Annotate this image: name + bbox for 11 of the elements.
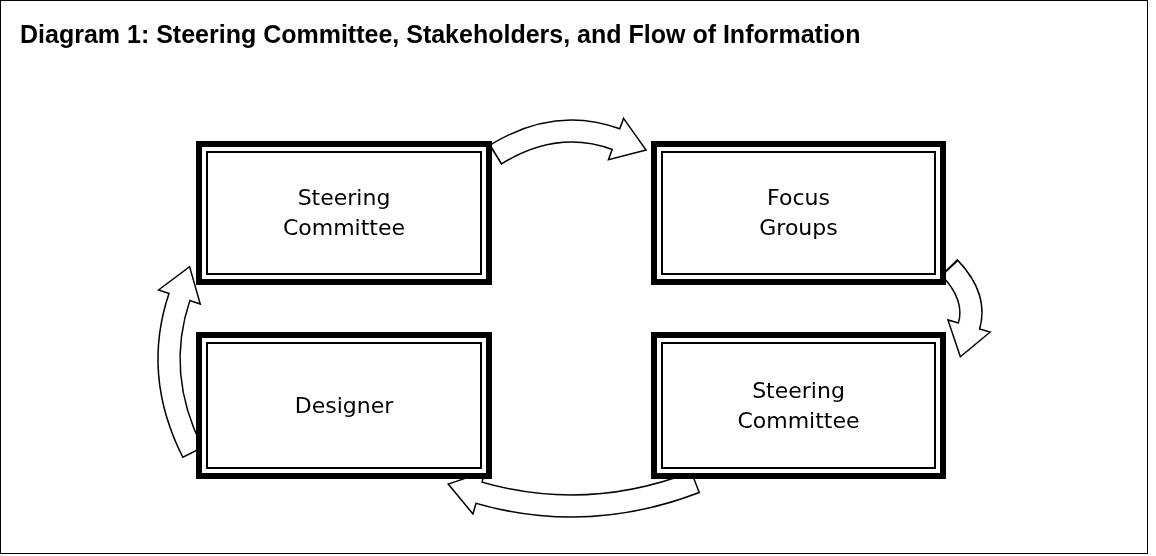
double-border-box xyxy=(196,332,492,479)
node-label: Focus Groups xyxy=(758,184,839,242)
node-label: Steering Committee xyxy=(736,376,861,435)
curved-block-arrow xyxy=(157,265,204,459)
curved-block-arrow xyxy=(489,117,648,166)
diagram-title: Diagram 1: Steering Committee, Stakeholders, and Flow of Information xyxy=(20,20,861,49)
node-label: Steering Committee xyxy=(281,184,407,242)
double-border-box xyxy=(196,141,492,285)
double-border-box xyxy=(651,332,946,479)
node-label: Designer xyxy=(294,391,394,420)
double-border-box xyxy=(651,141,946,285)
